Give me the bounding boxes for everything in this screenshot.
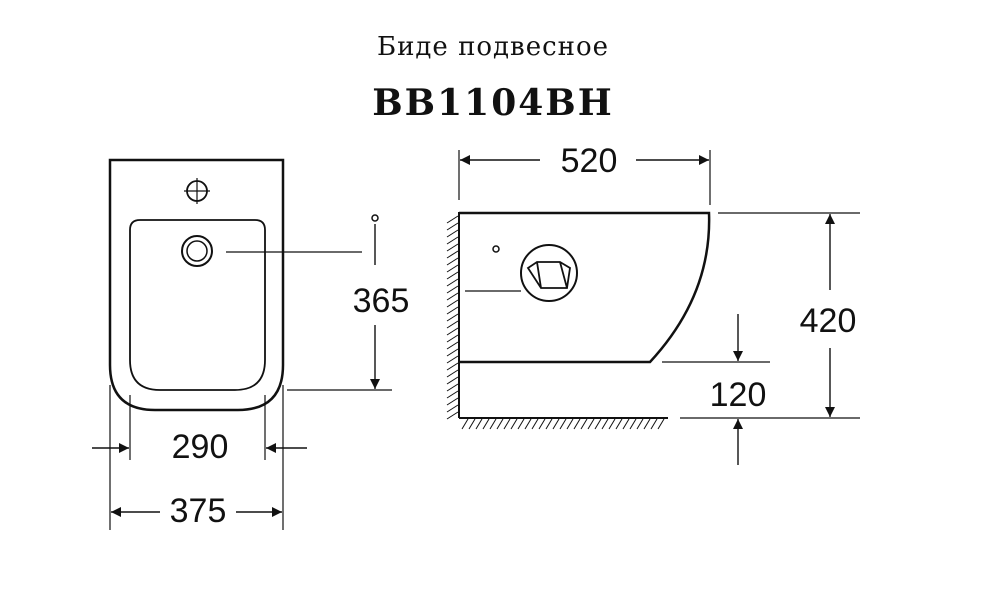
- hatch-line: [643, 418, 651, 430]
- side-view: 520 420 120: [446, 142, 860, 465]
- dim-depth: 520: [458, 142, 711, 205]
- hatch-line: [446, 271, 459, 280]
- hatch-line: [446, 313, 459, 322]
- front-view: 365 290 375: [92, 158, 410, 530]
- hatch-line: [650, 418, 658, 430]
- hatch-line: [446, 264, 459, 273]
- hatch-line: [446, 404, 459, 413]
- hatch-line: [657, 418, 665, 430]
- hatch-line: [446, 390, 459, 399]
- hatch-line: [446, 257, 459, 266]
- hatch-line: [587, 418, 595, 430]
- hatch-line: [489, 418, 497, 430]
- dim-290-label: 290: [172, 428, 229, 466]
- wall-hatch: [446, 215, 459, 420]
- hatch-line: [446, 327, 459, 336]
- hatch-line: [580, 418, 588, 430]
- dim-420-label: 420: [800, 302, 857, 340]
- dim-520-label: 520: [561, 142, 618, 180]
- hatch-line: [461, 418, 469, 430]
- hatch-line: [573, 418, 581, 430]
- model-number: BB1104BH: [372, 82, 614, 124]
- hatch-line: [531, 418, 539, 430]
- hatch-line: [446, 306, 459, 315]
- hatch-line: [636, 418, 644, 430]
- hatch-line: [496, 418, 504, 430]
- dim-375-label: 375: [170, 492, 227, 530]
- hatch-line: [594, 418, 602, 430]
- hatch-line: [559, 418, 567, 430]
- hatch-line: [446, 243, 459, 252]
- bidet-side-outline: [459, 211, 711, 364]
- hatch-line: [566, 418, 574, 430]
- dim-clearance: 120: [662, 314, 770, 465]
- hatch-line: [446, 355, 459, 364]
- drain-icon: [181, 235, 213, 267]
- hatch-line: [503, 418, 511, 430]
- dim-120-label: 120: [710, 376, 767, 414]
- hatch-line: [468, 418, 476, 430]
- hatch-line: [446, 229, 459, 238]
- hatch-line: [446, 376, 459, 385]
- dim-outer-width: 375: [111, 492, 282, 530]
- dim-365-label: 365: [353, 282, 410, 320]
- hatch-line: [615, 418, 623, 430]
- hatch-line: [446, 341, 459, 350]
- hatch-line: [446, 250, 459, 259]
- hatch-line: [446, 299, 459, 308]
- hatch-line: [510, 418, 518, 430]
- hatch-line: [446, 383, 459, 392]
- hatch-line: [446, 222, 459, 231]
- water-inlet-icon: [492, 245, 500, 253]
- dim-height: 420: [680, 212, 860, 419]
- hatch-line: [545, 418, 553, 430]
- hatch-line: [517, 418, 525, 430]
- hatch-line: [446, 215, 459, 224]
- hatch-line: [538, 418, 546, 430]
- hatch-line: [446, 411, 459, 420]
- hatch-line: [446, 320, 459, 329]
- hatch-line: [446, 348, 459, 357]
- hatch-line: [524, 418, 532, 430]
- tap-hole-icon: [184, 178, 210, 204]
- product-type-title: Биде подвесное: [376, 32, 610, 62]
- hatch-line: [608, 418, 616, 430]
- hatch-line: [482, 418, 490, 430]
- floor-hatch: [461, 418, 665, 430]
- hatch-line: [446, 362, 459, 371]
- hatch-line: [446, 369, 459, 378]
- hatch-line: [446, 236, 459, 245]
- hatch-line: [446, 285, 459, 294]
- hatch-line: [552, 418, 560, 430]
- dim-inner-width: 290: [92, 428, 307, 466]
- hatch-line: [446, 397, 459, 406]
- hatch-line: [446, 334, 459, 343]
- bidet-front-outline: [108, 158, 285, 412]
- hatch-line: [475, 418, 483, 430]
- hatch-line: [629, 418, 637, 430]
- hatch-line: [446, 292, 459, 301]
- connection-point-icon: [371, 214, 379, 222]
- hatch-line: [622, 418, 630, 430]
- dim-drain-height: 365: [287, 224, 410, 391]
- waste-outlet-icon: [520, 244, 578, 302]
- bidet-bowl-outline: [129, 219, 266, 391]
- hatch-line: [601, 418, 609, 430]
- hatch-line: [446, 278, 459, 287]
